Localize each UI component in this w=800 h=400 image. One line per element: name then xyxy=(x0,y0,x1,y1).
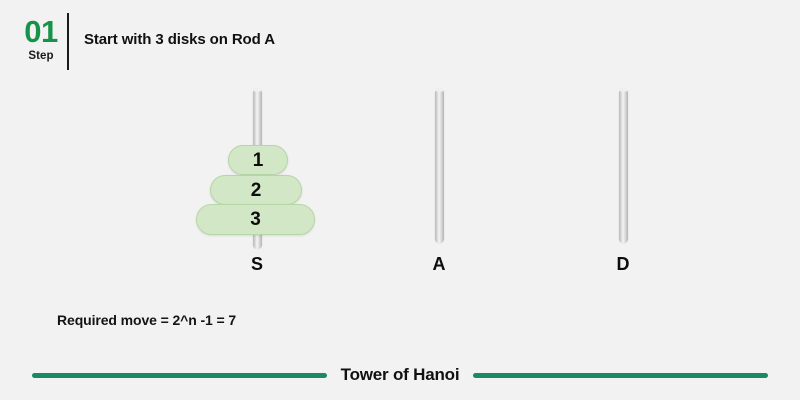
rod-source-label: S xyxy=(250,254,263,274)
footer-rule-right xyxy=(473,372,769,378)
footer-title: Tower of Hanoi xyxy=(340,365,460,384)
rod-auxiliary xyxy=(434,89,444,243)
rod-destination-cap xyxy=(618,87,628,92)
footer-rule-left xyxy=(31,372,327,378)
disk-3-label: 3 xyxy=(250,209,261,230)
step-number: 01 xyxy=(24,14,58,49)
disk-2-label: 2 xyxy=(250,179,262,201)
footer: Tower of Hanoi xyxy=(0,363,800,387)
disk-1[interactable]: 1 xyxy=(228,145,288,175)
rod-source-cap xyxy=(252,87,262,92)
rod-auxiliary-label: A xyxy=(432,254,446,274)
step-badge: 01 Step xyxy=(18,16,64,63)
disk-1-label: 1 xyxy=(252,149,264,171)
required-moves-formula: Required move = 2^n -1 = 7 xyxy=(57,312,237,328)
rod-destination-label: D xyxy=(616,254,630,274)
header-divider xyxy=(67,13,69,70)
page-title: Start with 3 disks on Rod A xyxy=(84,31,275,48)
rod-auxiliary-cap xyxy=(434,87,444,92)
disk-3[interactable]: 3 xyxy=(196,204,315,235)
step-word-label: Step xyxy=(28,50,54,62)
rod-destination xyxy=(618,89,628,243)
disk-2[interactable]: 2 xyxy=(210,175,302,205)
